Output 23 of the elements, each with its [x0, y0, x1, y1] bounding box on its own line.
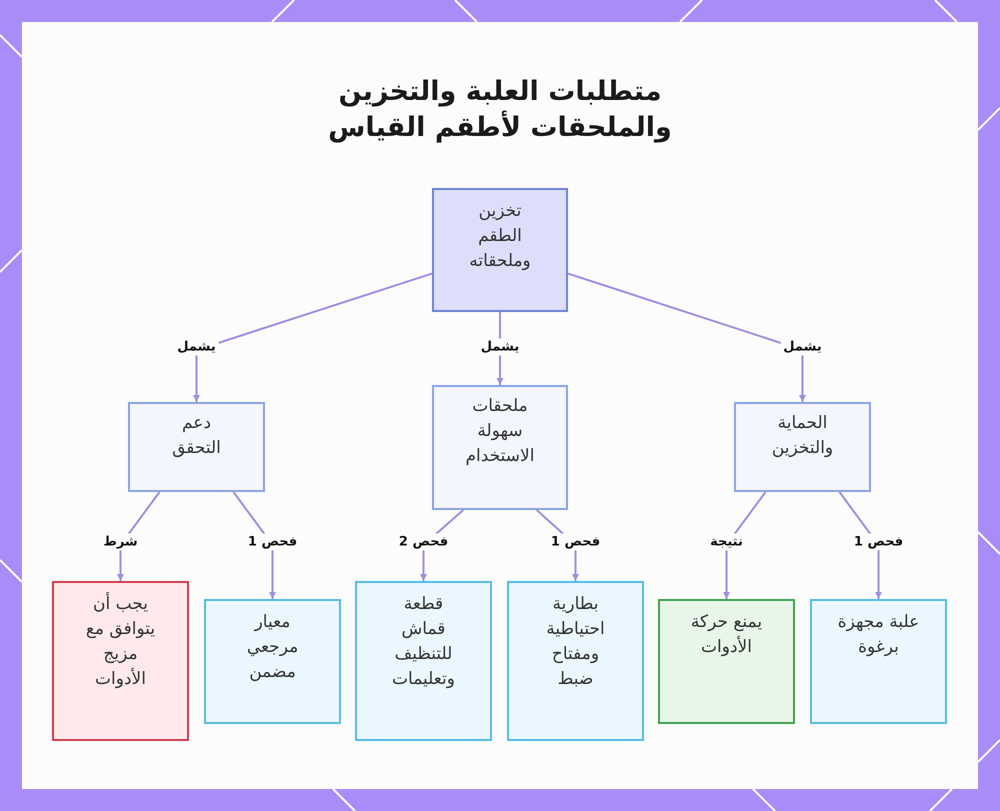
node-label: يمنع حركة الأدوات [690, 611, 764, 659]
category-box [128, 402, 265, 492]
item-box [355, 581, 492, 741]
node-label: تخزين الطقم وملحقاته [468, 200, 532, 273]
node-label: الحماية والتخزين [770, 412, 834, 460]
node-label: معيار مرجعي مضمن [246, 611, 300, 684]
item-box [507, 581, 644, 741]
topic-box [432, 188, 568, 312]
connector-arrow [193, 272, 432, 402]
category-box [734, 402, 871, 492]
node-label: بطارية احتياطية ومفتاح ضبط [545, 593, 606, 691]
node-label: ملحقات سهولة الاستخدام [464, 395, 536, 468]
node-label: دعم التحقق [171, 412, 222, 460]
result-box [658, 599, 795, 724]
item-box [204, 599, 341, 724]
condition-box [52, 581, 189, 741]
connector-arrow [568, 272, 806, 402]
item-box [810, 599, 947, 724]
category-box [432, 385, 568, 510]
node-label: قطعة قماش للتنظيف وتعليمات [391, 593, 456, 691]
node-label: يجب أن يتوافق مع مزيج الأدوات [84, 592, 156, 691]
node-label: علبة مجهزة برغوة [836, 611, 920, 659]
diagram-title: متطلبات العلبة والتخزين والملحقات لأطقم القياس [327, 75, 673, 145]
